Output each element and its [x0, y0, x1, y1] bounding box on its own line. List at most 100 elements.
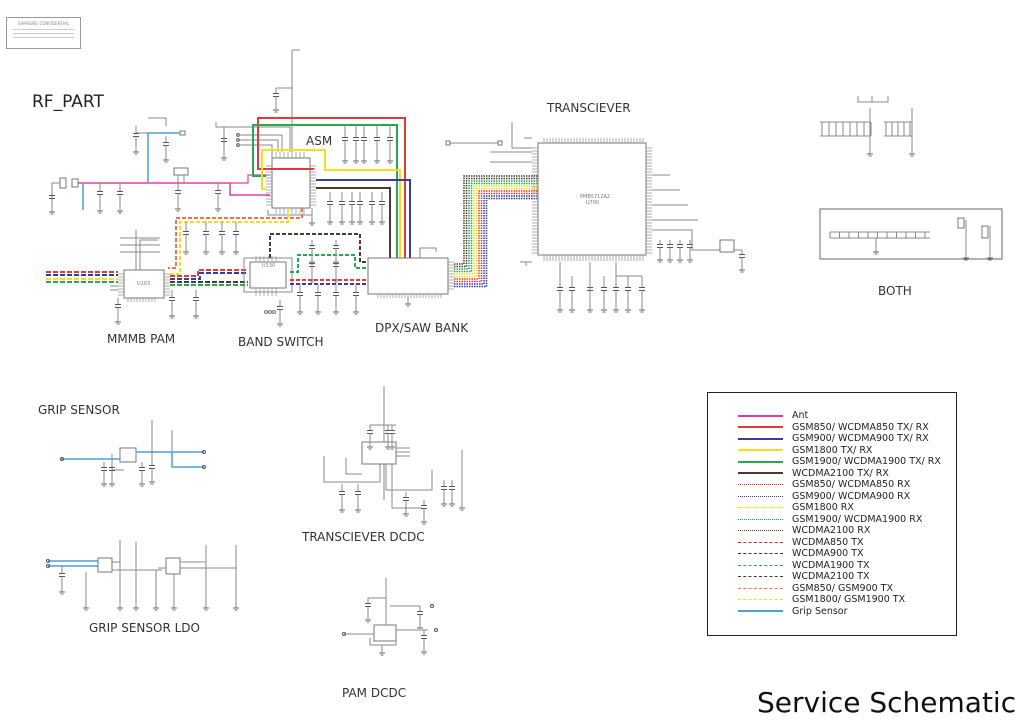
transceiver-ic-ref: U700: [586, 200, 600, 206]
asm-ic: [271, 157, 311, 209]
ldo-ic: [97, 557, 113, 573]
ant-line: [229, 183, 270, 196]
legend-swatch: [738, 530, 783, 531]
legend-label: WCDMA2100 TX: [792, 571, 870, 582]
legend-label: GSM900/ WCDMA900 TX/ RX: [792, 433, 929, 444]
legend-label: GSM1800/ GSM1900 TX: [792, 594, 906, 605]
section-dpx-saw-bank: DPX/SAW BANK: [375, 321, 469, 335]
wire: [615, 262, 642, 277]
wire: [369, 638, 397, 646]
legend-label: WCDMA2100 TX/ RX: [792, 467, 889, 479]
legend-item: Ant: [738, 410, 808, 421]
wcdma2100-tx-line: [269, 233, 368, 263]
legend-item: GSM1900/ WCDMA1900 TX/ RX: [738, 456, 941, 467]
wire: [652, 229, 742, 251]
connector: [342, 632, 346, 636]
legend-swatch: [738, 460, 783, 463]
stamp-line: [13, 29, 74, 30]
wire: [236, 134, 283, 152]
wire: [112, 540, 121, 563]
wire: [148, 117, 167, 126]
legend-item: GSM900/ WCDMA900 TX/ RX: [738, 433, 929, 444]
legend-item: GSM850/ GSM900 TX: [738, 583, 893, 594]
component-block: [173, 167, 189, 176]
legend-label: WCDMA850 TX: [792, 536, 864, 548]
legend-item: GSM1800 TX/ RX: [738, 445, 872, 456]
legend-swatch: [738, 449, 783, 451]
connector: [445, 140, 451, 146]
gsm-tx-line: [168, 208, 289, 275]
section-grip-sensor: GRIP SENSOR: [38, 403, 120, 417]
legend-swatch: [738, 587, 783, 589]
legend-label: GSM900/ WCDMA900 RX: [792, 490, 911, 502]
legend-label: WCDMA1900 TX: [792, 559, 870, 571]
wcdma1900-tx-line: [290, 254, 368, 273]
pam-dcdc-ic: [373, 624, 397, 642]
page-title: Service Schematic: [757, 686, 1017, 719]
band-switch-ic-ref: U130: [262, 263, 276, 269]
legend-label: GSM1800 RX: [792, 502, 854, 513]
wire: [857, 96, 889, 103]
legend-swatch: [738, 518, 783, 520]
grip-sensor-ic: [119, 447, 137, 463]
connector: [264, 310, 268, 314]
legend-item: GSM900/ WCDMA900 RX: [738, 491, 910, 502]
wire: [511, 122, 532, 149]
section-grip-sensor-ldo: GRIP SENSOR LDO: [89, 621, 200, 635]
wire: [139, 239, 158, 270]
connector: [179, 130, 186, 136]
both-frame: [819, 208, 1003, 260]
connector: [46, 559, 50, 563]
antenna-switch-connector: [71, 178, 79, 188]
dcdc-ic: [361, 441, 397, 465]
confidential-title: SAMSUNG CONFIDENTIAL: [17, 21, 70, 26]
legend-item: GSM850/ WCDMA850 RX: [738, 479, 910, 490]
transceiver-rx-bus: [454, 180, 538, 270]
legend-swatch: [738, 495, 783, 497]
legend-label: GSM850/ WCDMA850 TX/ RX: [792, 421, 929, 433]
legend-item: GSM1800/ GSM1900 TX: [738, 594, 905, 605]
legend-item: WCDMA850 TX: [738, 537, 864, 548]
section-pam-dcdc: PAM DCDC: [342, 686, 407, 700]
connector: [434, 628, 438, 632]
wire: [419, 247, 437, 258]
transceiver-rx-bus: [454, 187, 538, 278]
legend-item: WCDMA2100 RX: [738, 525, 870, 536]
legend-swatch: [738, 576, 783, 577]
connector: [46, 564, 50, 568]
section-both: BOTH: [878, 284, 912, 298]
legend-label: Grip Sensor: [792, 605, 848, 617]
gsm-tx-line: [168, 208, 303, 269]
legend-item: GSM1900/ WCDMA1900 RX: [738, 514, 922, 525]
legend-swatch: [738, 507, 783, 508]
wire: [236, 139, 279, 152]
transceiver-rx-bus: [454, 177, 538, 268]
legend-label: WCDMA2100 RX: [792, 525, 871, 536]
legend-label: GSM850/ GSM900 TX: [792, 582, 893, 594]
antenna-connector: [59, 177, 67, 189]
wcdma850-tx-line: [170, 269, 248, 277]
ldo-ic: [165, 557, 181, 575]
component-block: [719, 239, 735, 253]
connector: [430, 604, 434, 608]
gsm850-line: [257, 117, 406, 258]
connector: [272, 310, 276, 314]
transceiver-rx-bus: [454, 190, 538, 280]
section-asm: ASM: [306, 134, 333, 148]
connector: [202, 465, 206, 469]
component-block: [957, 217, 965, 229]
stamp-line: [13, 33, 74, 34]
legend-label: GSM1800 TX/ RX: [792, 444, 873, 456]
wire: [385, 464, 433, 491]
legend-swatch: [738, 426, 783, 428]
legend-swatch: [738, 541, 783, 543]
legend-item: WCDMA2100 TX/ RX: [738, 468, 889, 479]
legend-item: Grip Sensor: [738, 606, 848, 617]
legend-label: Ant: [792, 410, 809, 421]
section-rf-part: RF_PART: [32, 92, 104, 112]
legend-item: WCDMA900 TX: [738, 548, 864, 559]
connector: [60, 457, 64, 461]
stamp-line: [13, 37, 74, 38]
legend-label: GSM850/ WCDMA850 RX: [792, 479, 911, 490]
